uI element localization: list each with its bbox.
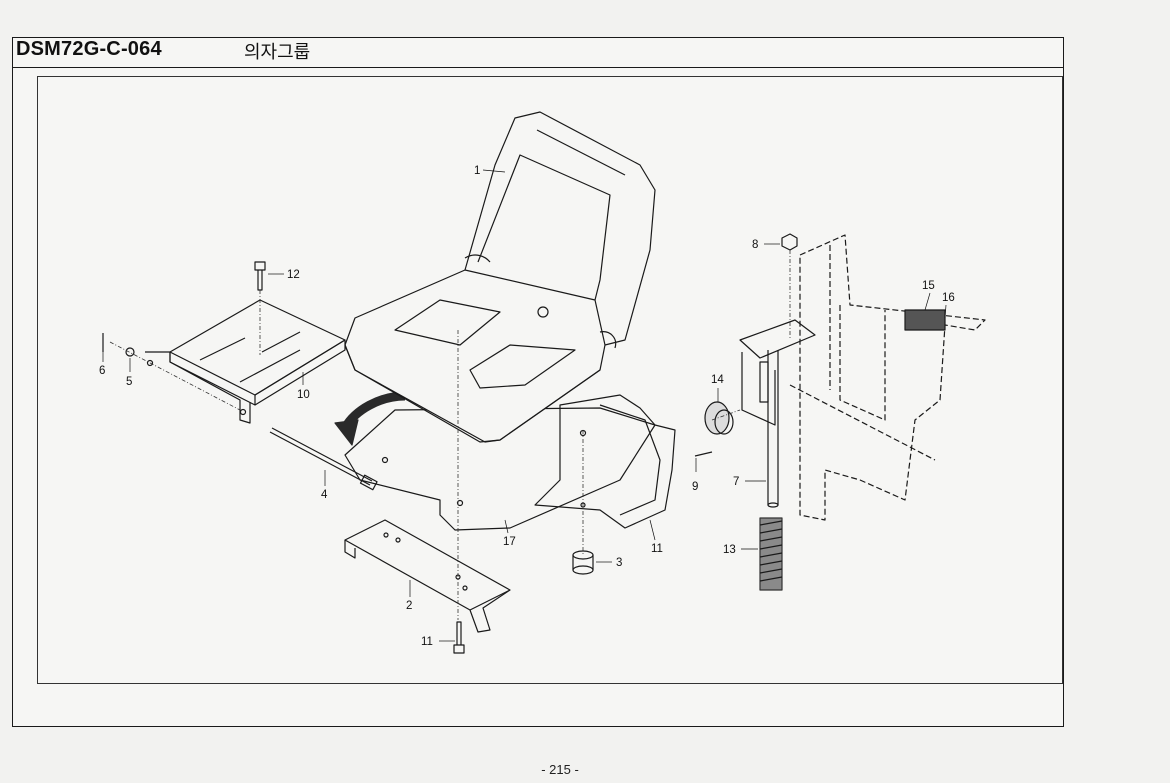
label-plate xyxy=(904,309,946,331)
seat-bracket xyxy=(344,519,511,633)
callout-11b: 11 xyxy=(421,636,433,648)
callout-16: 16 xyxy=(942,292,955,304)
callout-4: 4 xyxy=(321,489,328,501)
side-cover xyxy=(534,394,676,529)
callout-14: 14 xyxy=(711,374,724,386)
part-group-title: 의자그룹 xyxy=(244,42,311,63)
screw xyxy=(694,451,713,457)
callout-10: 10 xyxy=(297,389,310,401)
callout-2: 2 xyxy=(406,600,412,612)
diagram-frame xyxy=(37,76,1063,684)
page-number: - 215 - xyxy=(541,762,579,777)
spring xyxy=(759,517,783,591)
callout-12: 12 xyxy=(287,269,300,281)
callout-6: 6 xyxy=(99,365,105,377)
bolt-11 xyxy=(453,621,465,654)
frame-structure xyxy=(789,234,986,521)
pin-rod xyxy=(269,427,378,491)
tilt-arrow xyxy=(334,391,406,446)
callout-17: 17 xyxy=(503,536,516,548)
header-divider xyxy=(12,67,1064,68)
callout-15: 15 xyxy=(922,280,935,292)
bolt-12 xyxy=(254,261,266,291)
callout-5: 5 xyxy=(126,376,132,388)
washer xyxy=(125,347,135,357)
seat-post xyxy=(739,319,816,508)
seat xyxy=(344,111,656,443)
callout-3: 3 xyxy=(616,557,622,569)
callout-9: 9 xyxy=(692,481,698,493)
part-group-code: DSM72G-C-064 xyxy=(16,38,162,60)
callout-13: 13 xyxy=(723,544,736,556)
side-plate xyxy=(145,299,346,424)
callout-8: 8 xyxy=(752,239,758,251)
callout-1: 1 xyxy=(474,165,480,177)
callout-11a: 11 xyxy=(651,543,663,555)
rubber-bumper xyxy=(572,550,594,575)
nut xyxy=(781,233,798,251)
callout-7: 7 xyxy=(733,476,739,488)
knob xyxy=(704,401,734,435)
